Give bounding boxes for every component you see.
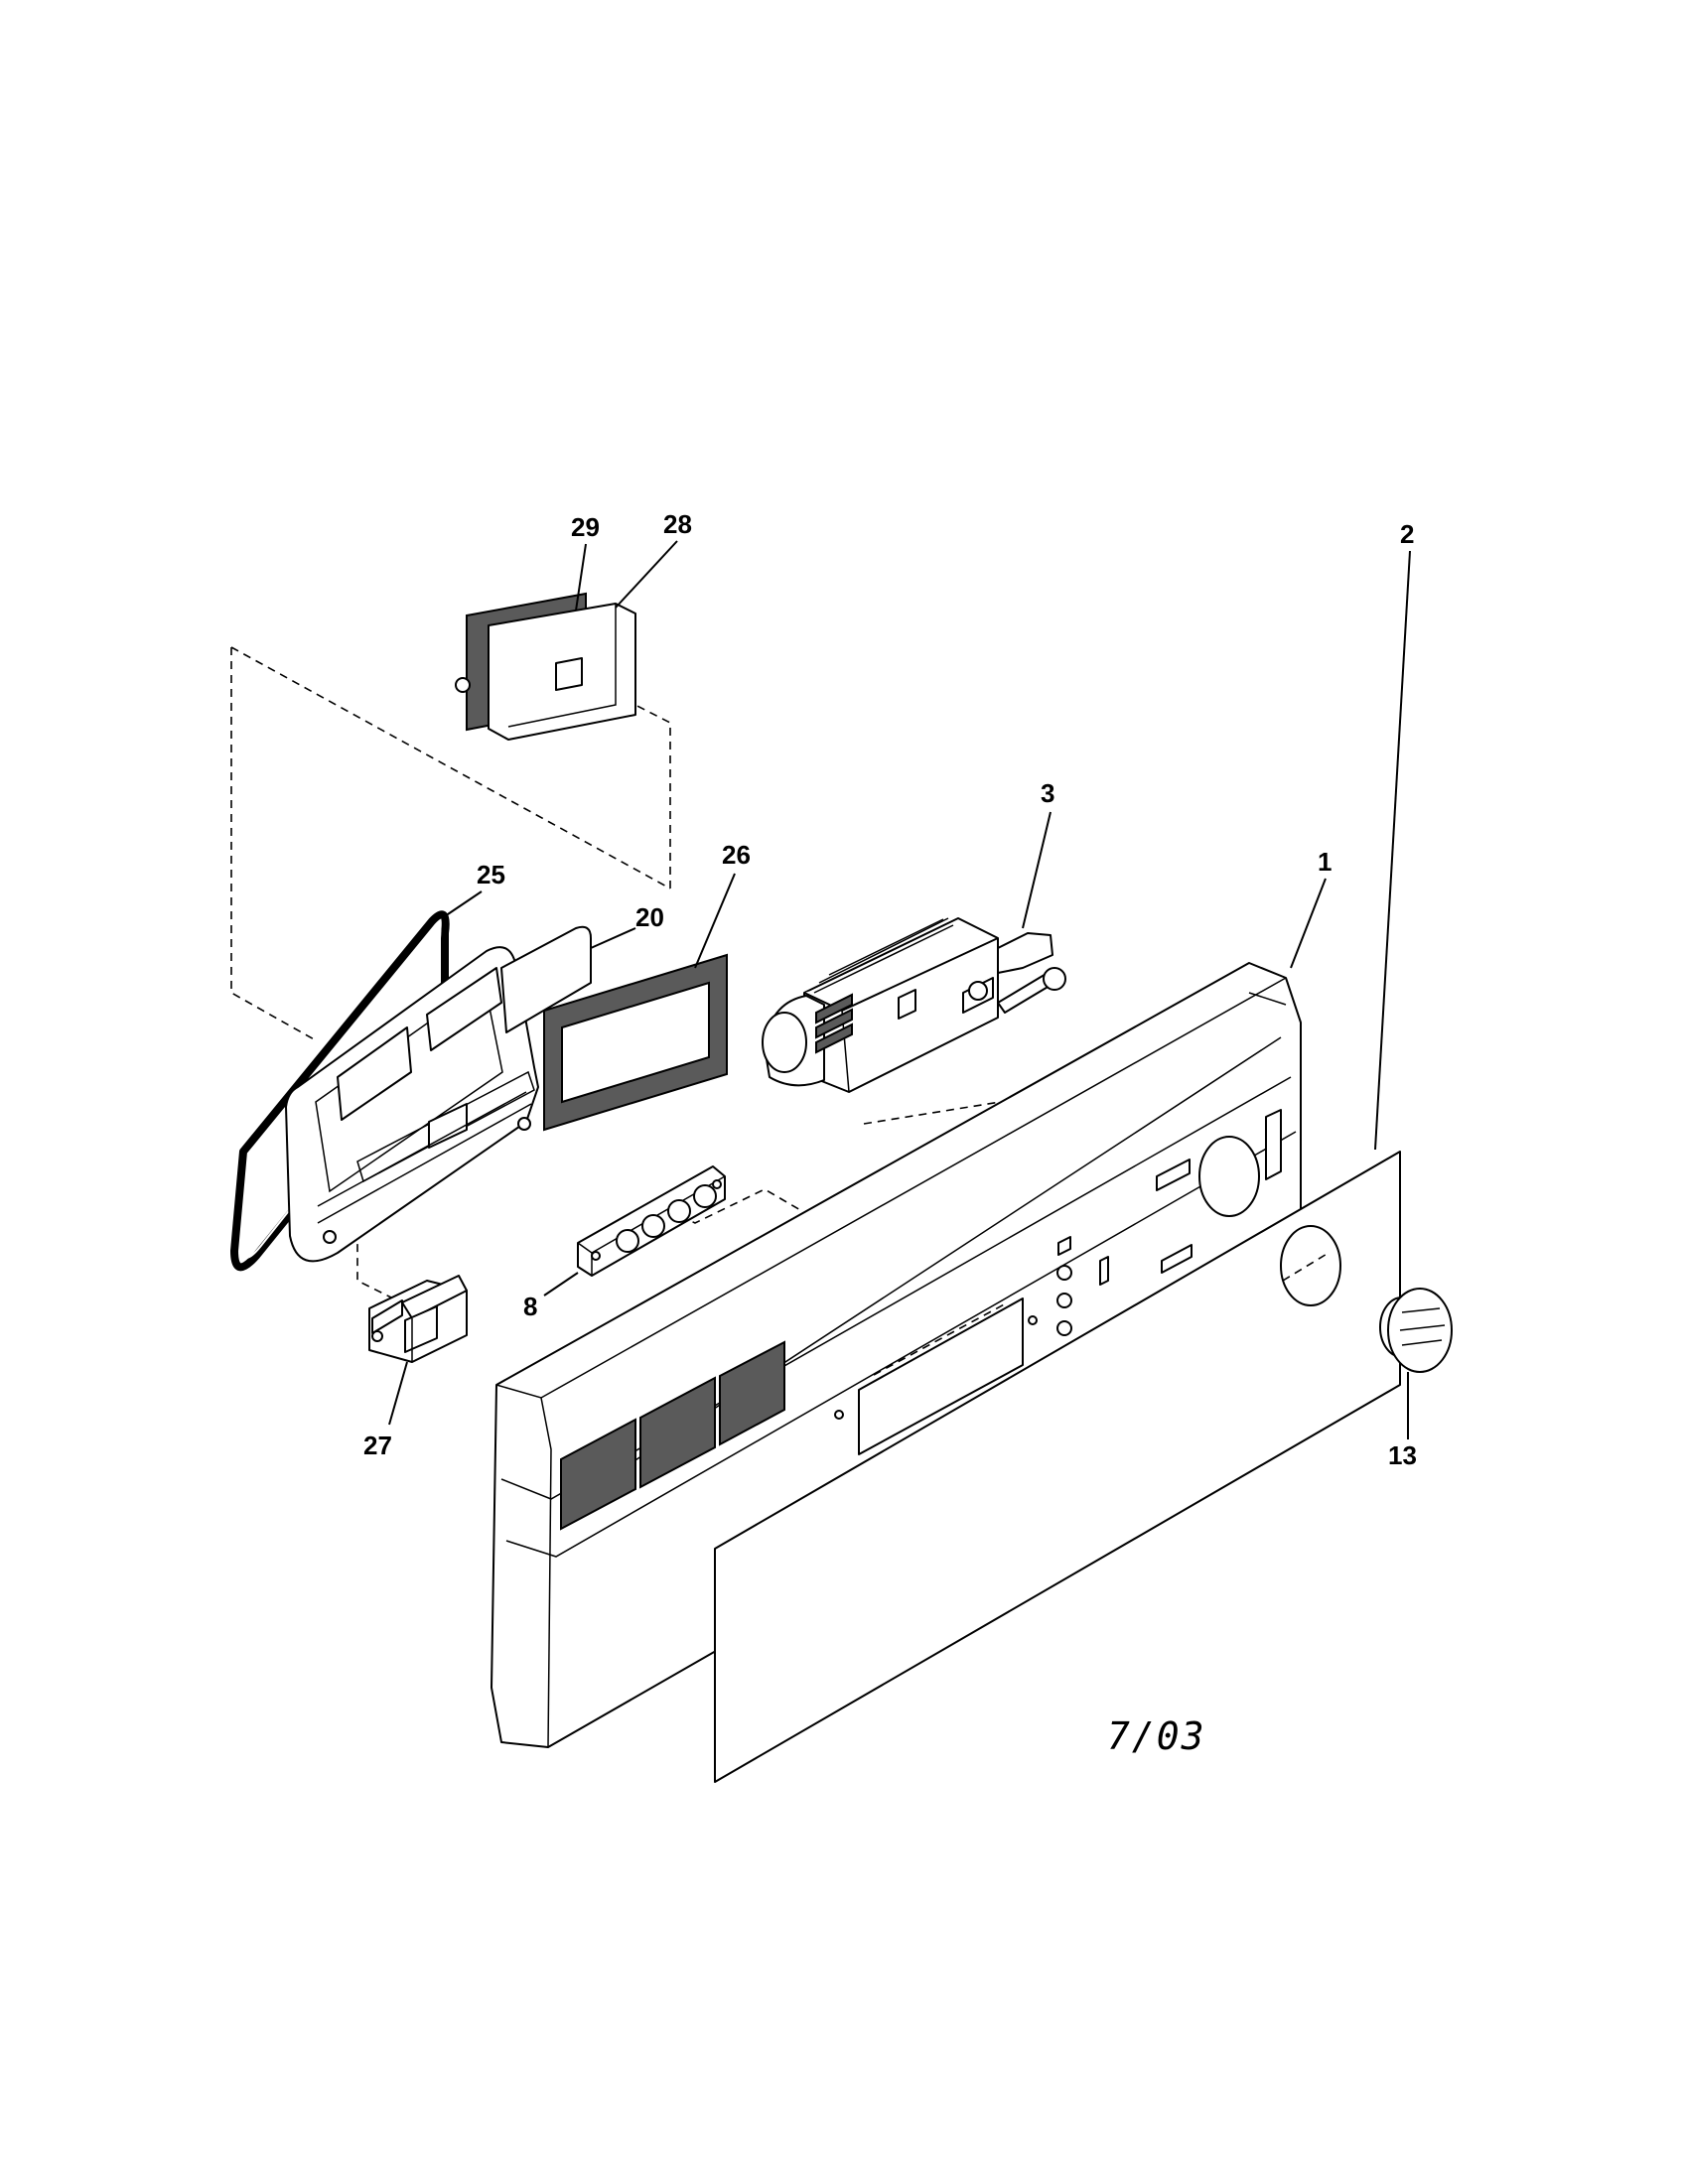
part-26-gasket-frame (543, 953, 728, 1132)
callout-8: 8 (523, 1292, 537, 1321)
callout-26: 26 (722, 840, 751, 870)
callout-3: 3 (1041, 778, 1054, 808)
callout-labels: 29 28 3 1 2 25 20 26 8 27 13 (363, 509, 1417, 1470)
callout-20: 20 (635, 902, 664, 932)
part-13-knob (1379, 1288, 1453, 1373)
part-1-control-panel (491, 962, 1302, 1748)
callout-2: 2 (1400, 519, 1414, 549)
part-8-button-block (577, 1165, 726, 1277)
part-2-overlay (714, 1151, 1401, 1783)
date-code: 7/03 (1107, 1714, 1206, 1758)
leader-lines (388, 540, 1411, 1439)
part-27-switch (368, 1275, 468, 1363)
part-20-dispenser (285, 925, 592, 1263)
part-3-timer (762, 917, 1066, 1093)
callout-29: 29 (571, 512, 600, 542)
callout-13: 13 (1388, 1440, 1417, 1470)
callout-25: 25 (477, 860, 505, 889)
part-28-cover (488, 603, 636, 741)
callout-28: 28 (663, 509, 692, 539)
callout-1: 1 (1318, 847, 1332, 877)
callout-27: 27 (363, 1431, 392, 1460)
